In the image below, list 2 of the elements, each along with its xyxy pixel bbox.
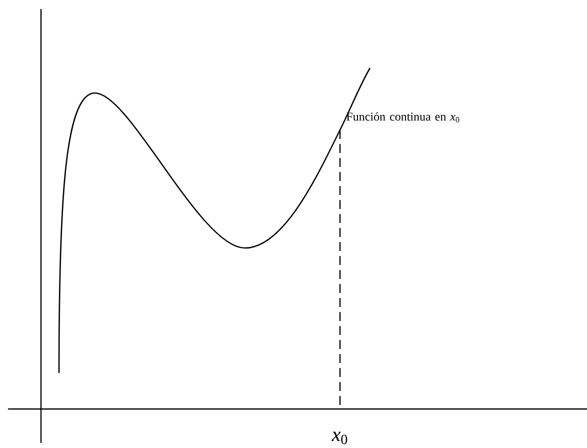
- curve-annotation: Función continua en x$_{0}$: [346, 112, 460, 122]
- axis-label: x$_{0}$: [332, 432, 348, 444]
